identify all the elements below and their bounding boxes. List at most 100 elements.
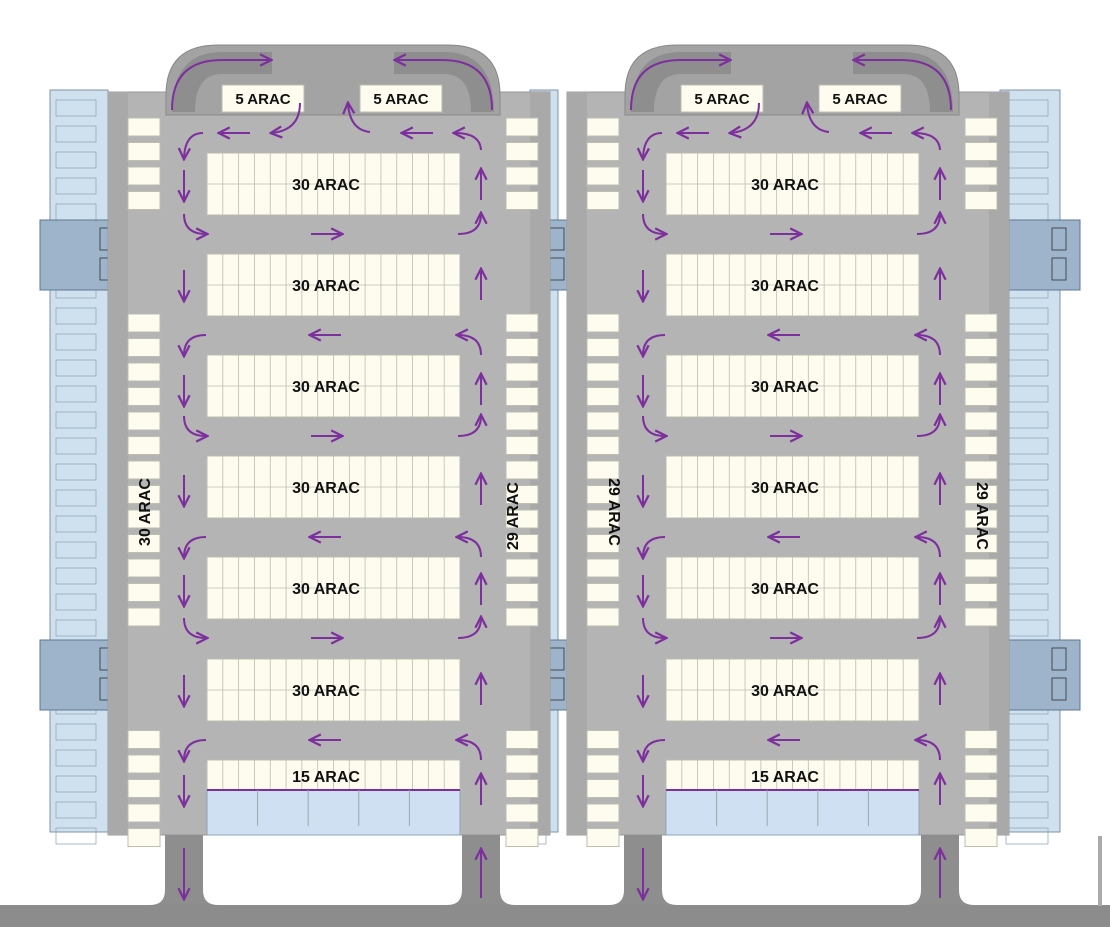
traffic-arrow: [184, 739, 207, 760]
stall-count-label: 30 ARAC: [292, 581, 360, 598]
side-stall: [505, 362, 539, 382]
traffic-arrow: [184, 536, 207, 557]
side-stall: [127, 460, 161, 480]
side-stall: [505, 387, 539, 406]
traffic-arrow: [396, 60, 493, 111]
apartment-room: [55, 125, 97, 143]
side-stall: [964, 387, 998, 406]
side-stall: [964, 730, 998, 749]
stall-count-label: 15 ARAC: [751, 769, 819, 786]
traffic-arrow: [272, 102, 301, 133]
side-stall: [127, 191, 161, 210]
stall-count-label: 30 ARAC: [292, 278, 360, 295]
apartment-room: [55, 307, 97, 325]
ramp-curve: [394, 52, 494, 112]
traffic-arrow: [457, 214, 481, 235]
traffic-arrow: [642, 617, 665, 638]
apartment-room: [55, 99, 97, 117]
apartment-room: [55, 359, 97, 377]
stall-count-label: 30 ARAC: [751, 480, 819, 497]
apartment-room: [55, 437, 97, 455]
side-stall: [586, 117, 620, 137]
traffic-arrow: [643, 739, 666, 760]
side-stall: [127, 754, 161, 774]
side-stall: [127, 828, 161, 847]
side-stall: [127, 534, 161, 553]
side-stall: [964, 362, 998, 382]
stall-count-label: 30 ARAC: [292, 480, 360, 497]
side-stall: [586, 509, 620, 529]
side-stall: [586, 803, 620, 823]
side-stall: [586, 534, 620, 553]
traffic-arrow: [643, 536, 666, 557]
side-stall: [964, 142, 998, 161]
side-stall: [586, 583, 620, 602]
elevator-icon: [1051, 227, 1067, 251]
traffic-arrow: [183, 213, 206, 234]
traffic-arrow: [643, 132, 663, 158]
stall-count-label: 30 ARAC: [751, 278, 819, 295]
side-stall: [127, 509, 161, 529]
apartment-room: [55, 827, 97, 845]
apartment-room: [1005, 827, 1049, 845]
traffic-arrow: [916, 214, 940, 235]
side-stall: [586, 191, 620, 210]
elevator-icon: [1051, 257, 1067, 281]
traffic-arrow: [731, 102, 760, 133]
traffic-arrow: [630, 60, 729, 111]
side-stall: [127, 485, 161, 504]
ramp-curve: [631, 52, 731, 112]
traffic-arrow: [183, 415, 206, 436]
ramp-curve: [853, 52, 953, 112]
stall-count-label: 15 ARAC: [292, 769, 360, 786]
side-stall: [964, 313, 998, 333]
side-stall: [964, 558, 998, 578]
traffic-arrow: [917, 537, 941, 558]
side-stall: [127, 779, 161, 798]
street: [0, 905, 1110, 927]
commercial-unit: [665, 789, 920, 836]
apartment-room: [55, 541, 97, 559]
side-stall: [127, 436, 161, 455]
side-lane: [567, 92, 587, 835]
side-stall: [505, 460, 539, 480]
traffic-arrow: [184, 334, 207, 355]
side-stall: [586, 485, 620, 504]
side-lane: [989, 92, 1009, 835]
side-stall: [127, 583, 161, 602]
side-stall: [505, 558, 539, 578]
traffic-arrow: [642, 415, 665, 436]
side-stall: [505, 754, 539, 774]
side-stall: [586, 411, 620, 431]
traffic-arrow: [855, 60, 952, 111]
apartment-building: [39, 89, 129, 845]
stall-count-label: 30 ARAC: [292, 379, 360, 396]
apartment-room: [55, 775, 97, 793]
side-stall: [586, 387, 620, 406]
side-stall: [505, 607, 539, 627]
side-stall: [964, 411, 998, 431]
stall-group-top: [818, 84, 902, 113]
side-stall: [964, 117, 998, 137]
traffic-arrow: [457, 618, 481, 639]
side-stall: [586, 166, 620, 186]
apartment-room: [55, 515, 97, 533]
traffic-arrow: [807, 104, 830, 133]
traffic-arrow: [914, 133, 941, 151]
stall-count-label: 5 ARAC: [832, 91, 887, 108]
side-stall: [586, 142, 620, 161]
traffic-arrow: [916, 618, 940, 639]
side-stall: [964, 607, 998, 627]
side-stall: [586, 436, 620, 455]
side-stall: [127, 166, 161, 186]
side-stall: [964, 460, 998, 480]
side-stall: [586, 362, 620, 382]
side-stall: [964, 583, 998, 602]
side-stall: [127, 142, 161, 161]
side-stall: [964, 191, 998, 210]
side-stall: [964, 779, 998, 798]
stall-count-label: 30 ARAC: [751, 177, 819, 194]
side-stall: [127, 803, 161, 823]
